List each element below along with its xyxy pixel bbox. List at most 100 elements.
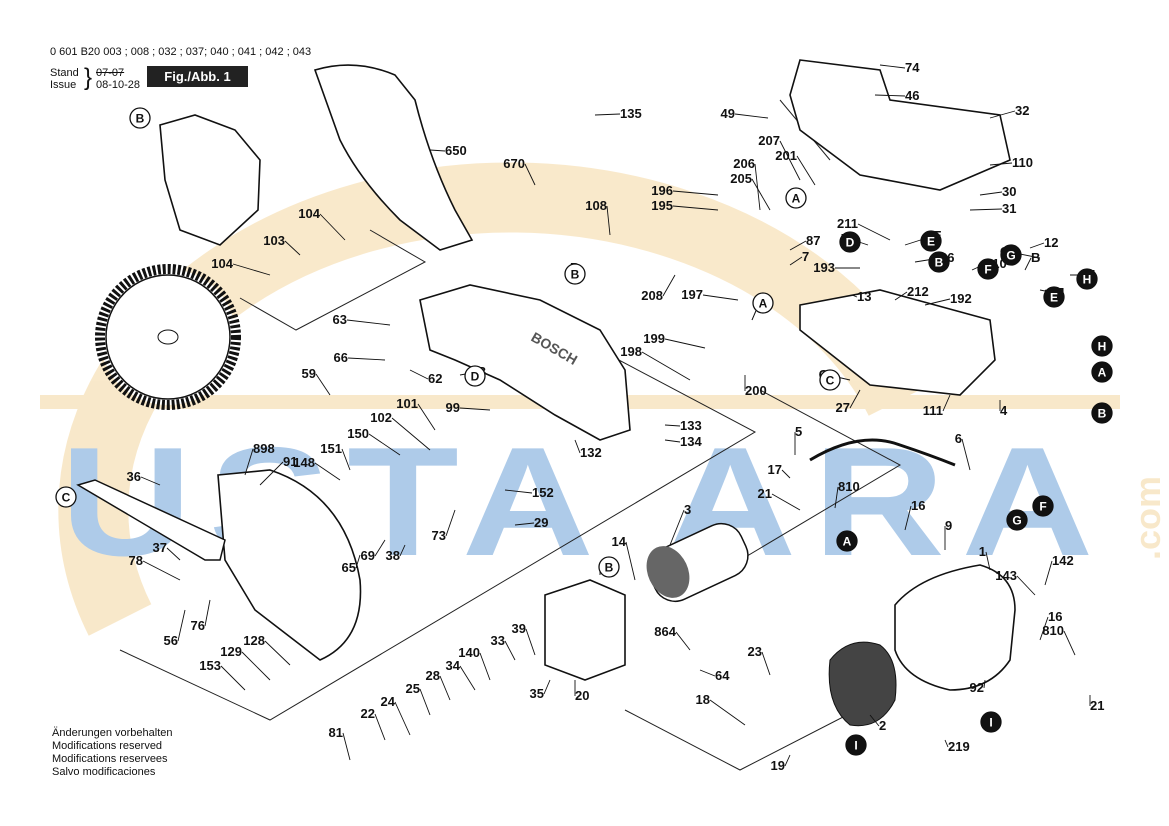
leader-line	[879, 64, 906, 69]
part-number-b: B	[1031, 250, 1040, 265]
part-number-27: 27	[836, 400, 850, 415]
part-number-74: 74	[905, 60, 920, 75]
header-brace: }	[84, 64, 93, 91]
leader-line	[781, 469, 791, 479]
part-number-28: 28	[426, 668, 440, 683]
leader-line	[924, 298, 951, 306]
leader-line	[789, 240, 807, 251]
part-number-16: 16	[1048, 609, 1062, 624]
leader-line	[664, 424, 681, 427]
part-number-810: 810	[838, 479, 860, 494]
part-number-21: 21	[758, 486, 772, 501]
leader-line	[259, 461, 284, 486]
callout-e: E	[920, 230, 942, 252]
part-number-104: 104	[211, 256, 233, 271]
part-number-133: 133	[680, 418, 702, 433]
callout-h: H	[1091, 335, 1113, 357]
leader-line	[662, 274, 676, 297]
part-number-62: 62	[428, 371, 442, 386]
part-number-9: 9	[945, 518, 952, 533]
svg-text:D: D	[846, 236, 855, 250]
leader-line	[374, 539, 386, 557]
part-number-196: 196	[651, 183, 673, 198]
part-number-78: 78	[129, 553, 143, 568]
leader-line	[779, 140, 801, 181]
leader-line	[409, 369, 429, 380]
part-number-24: 24	[381, 694, 396, 709]
leader-line	[672, 190, 719, 196]
leader-line	[232, 263, 271, 276]
part-number-5: 5	[795, 424, 802, 439]
part-number-197: 197	[681, 287, 703, 302]
part-number-22: 22	[361, 706, 375, 721]
part-number-4: 4	[1000, 403, 1008, 418]
part-number-29: 29	[534, 515, 548, 530]
callout-g: G	[1006, 509, 1028, 531]
svg-text:A: A	[792, 192, 801, 206]
part-number-87: 87	[806, 233, 820, 248]
svg-text:B: B	[935, 256, 944, 270]
part-number-670: 670	[503, 156, 525, 171]
leader-line	[439, 675, 451, 701]
part-number-32: 32	[1015, 103, 1029, 118]
issue-value: 08-10-28	[96, 79, 141, 91]
saw-blade	[95, 264, 241, 410]
svg-text:I: I	[854, 739, 857, 753]
part-number-152: 152	[532, 485, 554, 500]
part-number-212: 212	[907, 284, 929, 299]
callout-a: A	[1091, 361, 1113, 383]
leader-line	[1024, 257, 1032, 271]
part-number-69: 69	[361, 548, 375, 563]
part-number-12: 12	[1044, 235, 1058, 250]
gear-housing	[544, 579, 626, 681]
leader-line	[479, 652, 491, 681]
leader-line	[315, 373, 331, 396]
leader-line	[989, 110, 1016, 119]
part-number-63: 63	[333, 312, 347, 327]
part-number-148: 148	[293, 455, 315, 470]
part-number-25: 25	[406, 681, 420, 696]
leader-line	[399, 544, 406, 557]
part-number-192: 192	[950, 291, 972, 306]
part-number-151: 151	[320, 441, 342, 456]
watermark: USTA ARA .com	[40, 162, 1168, 636]
part-number-201: 201	[775, 148, 797, 163]
leader-line	[429, 149, 446, 152]
motor-housing	[894, 564, 1016, 691]
part-number-36: 36	[127, 469, 141, 484]
leader-line	[874, 94, 906, 97]
callout-h: H	[1076, 268, 1098, 290]
part-number-132: 132	[580, 445, 602, 460]
callout-c: C	[55, 486, 77, 508]
part-number-103: 103	[263, 233, 285, 248]
callout-i: I	[845, 734, 867, 756]
svg-text:C: C	[62, 491, 71, 505]
part-number-30: 30	[1002, 184, 1016, 199]
callout-a: A	[785, 187, 807, 209]
part-number-18: 18	[696, 692, 710, 707]
callout-d: D	[839, 231, 861, 253]
part-number-193: 193	[813, 260, 835, 275]
leader-line	[969, 208, 1003, 211]
leader-line	[664, 439, 681, 443]
part-number-111: 111	[923, 403, 943, 418]
part-number-898: 898	[253, 441, 275, 456]
part-number-140: 140	[458, 645, 480, 660]
leader-line	[342, 732, 351, 761]
part-number-1: 1	[979, 544, 986, 559]
leader-line	[140, 476, 161, 486]
part-number-128: 128	[243, 633, 265, 648]
part-number-65: 65	[342, 560, 356, 575]
svg-text:E: E	[1050, 291, 1058, 305]
part-number-810: 810	[1042, 623, 1064, 638]
leader-line	[391, 417, 431, 451]
leader-lines	[140, 64, 1091, 767]
callout-i: I	[980, 711, 1002, 733]
leader-line	[204, 599, 211, 627]
svg-text:G: G	[1012, 514, 1021, 528]
callout-a: A	[752, 292, 774, 314]
leader-line	[771, 493, 801, 511]
svg-text:C: C	[826, 374, 835, 388]
